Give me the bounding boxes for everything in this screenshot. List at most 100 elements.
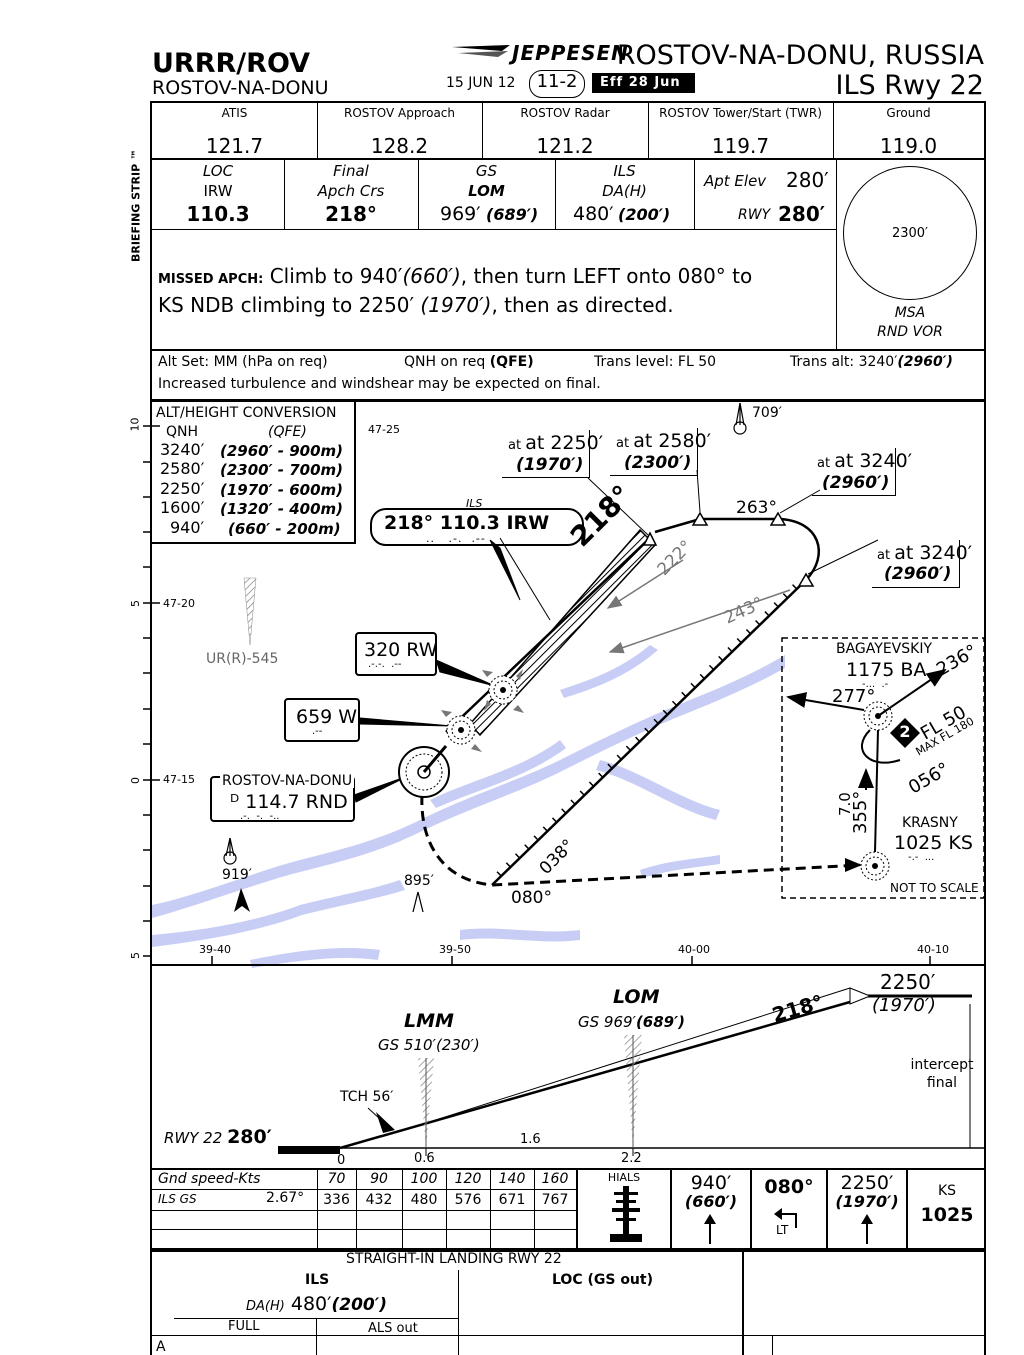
profile-runway [278,1146,340,1154]
ndb-659-box [284,698,360,742]
freq-sep-2 [482,101,483,158]
conv-row-1-qnh: 3240′ [160,440,205,459]
minimums-right-sep-2 [772,1335,773,1355]
sp-sep-3 [446,1168,447,1248]
missed-2a: KS NDB climbing to 2250′ [158,293,415,317]
track-tick [635,736,641,742]
mi-fix: KS [937,1183,957,1199]
river-don [152,645,785,968]
conversion-col-qnh: QNH [166,424,199,440]
track-tick [496,871,502,877]
track-tick [551,817,558,823]
ndb-320-box [355,632,437,676]
gs-fix: LOM [468,182,505,200]
mi-climb-2h: (1970′) [835,1192,899,1211]
fix-triangles [642,511,815,587]
ks-morse: -.- ... [908,852,935,863]
minimums-als-out: ALS out [368,1321,418,1336]
sp-sep-5 [534,1168,535,1248]
profile-intercept: intercept [910,1057,974,1073]
minimums-left-border [150,1248,152,1355]
vor-rnd-icon [398,745,450,798]
minimums-dah: DA(H) 480′(200′) [246,1295,387,1314]
trans-alt-h: (2960′) [897,354,953,370]
notes-divider [150,349,986,351]
bagayevskiy-label: BAGAYEVSKIY [836,641,932,657]
chart-number: 11-2 [536,71,578,92]
minimums-cat-a: A [156,1339,166,1355]
freq-atis-value: 121.7 [205,134,264,158]
profile-lom-gs: GS 969′(689′) [578,1015,685,1030]
conversion-col-qfe: (QFE) [268,424,307,440]
freq-tower-value: 119.7 [711,134,770,158]
rate-767: 767 [541,1192,569,1208]
at-3240-label: at at 3240′ [817,450,913,472]
missed-1b: (660′) [402,264,461,288]
lmm-gs-text: GS 510′ [378,1036,436,1054]
lom-gs-text: GS 969′ [578,1013,636,1031]
sp-sep-0 [317,1168,318,1248]
conv-row-4-qnh: 1600′ [160,498,205,517]
minimums-cat-line [150,1335,984,1336]
mi-sep-3 [826,1168,828,1248]
freq-sep-1 [317,101,318,158]
sp-sep-4 [490,1168,491,1248]
minimums-top-border [150,1248,986,1250]
gs-label-row: ILS GS [158,1192,197,1206]
freq-radar-label: ROSTOV Radar [520,106,610,120]
minimums-ils: ILS [305,1272,330,1288]
trans-level-note: Trans level: FL 50 [594,354,717,370]
at-3240-box [812,448,896,496]
msa-ref: RND VOR [877,324,943,340]
freq-radar-value: 121.2 [536,134,594,158]
freq-tower-label: ROSTOV Tower/Start (TWR) [659,106,822,120]
tch-leader [367,1107,393,1131]
minimums-right-border [984,1248,986,1355]
track-tick [681,691,687,698]
missed-1c: , then turn LEFT onto 080° to [460,264,753,288]
gs-alt: 969′ [440,203,481,225]
ndb-320-text: 320 RW [364,639,438,661]
mi-climb-1h: (660′) [684,1192,738,1211]
mi-turn: 080° [764,1176,814,1198]
ba-morse: -... .- [862,679,889,690]
at-2250-text: at 2250′ [525,432,604,454]
track-tick [598,772,604,778]
profile-lmm: LMM [404,1010,454,1032]
track-tick [542,826,548,832]
at-2580-box [610,428,698,476]
obstacle-895-label: 895′ [404,873,434,889]
trans-alt-note: Trans alt: 3240′(2960′) [790,355,953,369]
track-tick [561,808,567,814]
jeppesen-logo-icon [452,45,510,57]
lon-40-10: 40-10 [917,943,949,956]
profile-lmm-gs: GS 510′(230′) [378,1038,480,1053]
chart-number-badge [529,70,585,98]
speed-label: Gnd speed-Kts [158,1171,261,1187]
minimums-ils-loc-sep [458,1270,459,1355]
minimums-title: STRAIGHT-IN LANDING RWY 22 [346,1251,562,1267]
ndb-ks-icon [860,851,890,881]
ba-277: 277° [832,686,876,707]
ils-id-box [370,508,584,546]
sp-sep-2 [402,1168,403,1248]
conv-row-3-qfe: (1970′ - 600m) [220,481,344,499]
at-2580-label: at at 2580′ [616,430,712,452]
track-tick [607,763,613,769]
not-to-scale: NOT TO SCALE [890,881,979,895]
profile-d22: 2.2 [621,1151,642,1166]
profile-final: final [926,1075,958,1091]
track-tick [699,673,705,680]
vor-rnd-freq: ᴰ 114.7 RND [230,791,348,813]
final-approach-track [445,535,653,733]
loc-freq: 110.3 [186,202,250,226]
crs-label-1: Final [333,162,369,180]
profile-intercept-arrow [849,987,872,1005]
profile-alt-1970: (1970′) [872,995,936,1016]
hials-label: HIALS [607,1171,641,1184]
apt-elev-value: 280′ [786,168,829,192]
missed-arrow [845,858,862,872]
track-tick [514,853,521,859]
holding-number-diamond [890,718,920,748]
